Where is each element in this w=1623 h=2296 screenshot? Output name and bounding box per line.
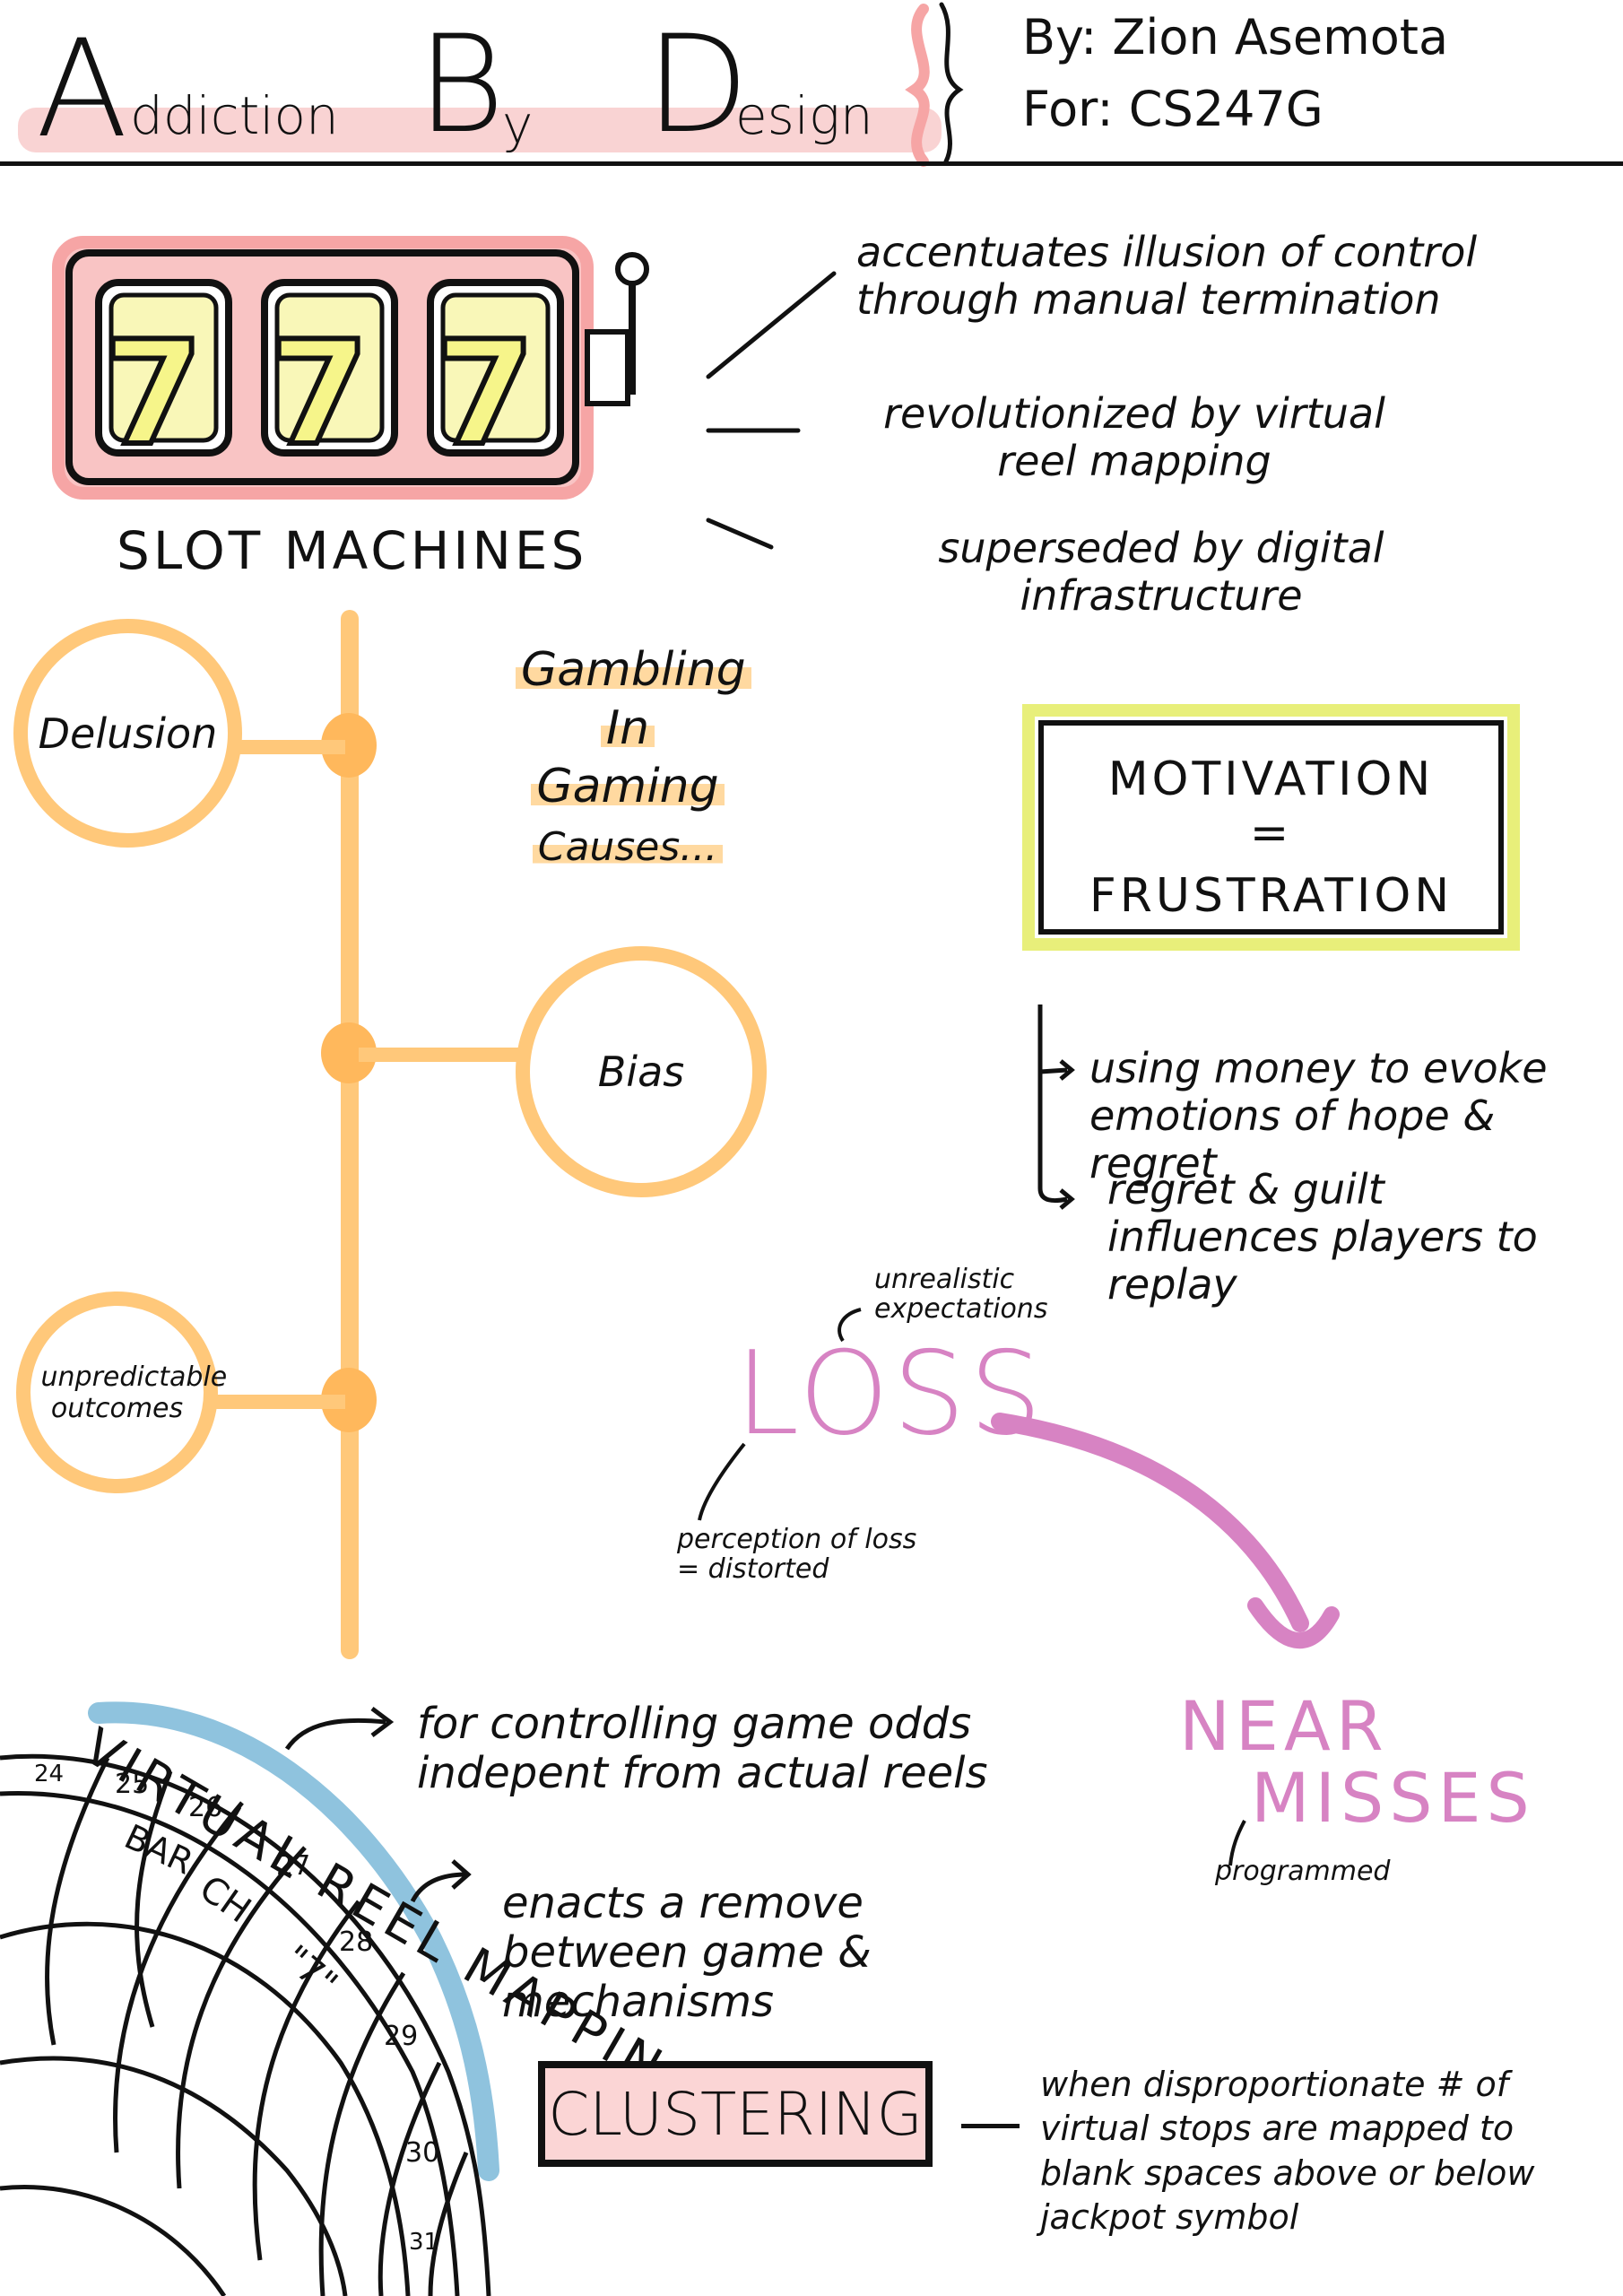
reel-num-31: 31 (409, 2229, 439, 2256)
reel-num-26: 26 (188, 1792, 223, 1823)
reel-num-29: 29 (384, 2021, 419, 2052)
slot-note-2: revolutionized by virtual reel mapping (883, 389, 1385, 485)
clustering-note: when disproportionate # of virtual stops… (1040, 2065, 1535, 2238)
title-d-cap: D (646, 7, 750, 163)
gambling-line-4: Causes... (532, 824, 724, 870)
misses-label: MISSES (1251, 1758, 1535, 1838)
motivation-box: MOTIVATION = FRUSTRATION (1022, 704, 1520, 951)
reel-num-30: 30 (405, 2137, 440, 2169)
title-b-rest: y (502, 94, 534, 155)
clustering-label: CLUSTERING (548, 2079, 923, 2149)
slot-machine-icon (52, 236, 649, 500)
motivation-note-1: using money to evoke emotions of hope & … (1089, 1044, 1548, 1187)
cause-bias-label: Bias (597, 1048, 685, 1096)
cause-delusion: Delusion (13, 619, 242, 848)
loss-note-top: unrealistic expectations (874, 1264, 1048, 1325)
title-b-cap: B (417, 7, 506, 163)
reel-arrows (284, 1707, 472, 1903)
reel-digit-1: 7 (100, 307, 205, 480)
reel-note-1: for controlling game odds indepent from … (417, 1699, 988, 1799)
gambling-line-1: Gambling (516, 643, 751, 697)
slot-machines-label: SLOT MACHINES (117, 520, 588, 581)
reel-num-28: 28 (339, 1926, 374, 1958)
near-note: programmed (1215, 1856, 1391, 1887)
header-brace (905, 2, 964, 167)
motivation-bottom: FRUSTRATION (1089, 869, 1454, 923)
branch-bias (359, 1048, 529, 1062)
cause-unpredictable-label: unpredictable outcomes (40, 1361, 228, 1424)
branch-delusion (229, 740, 345, 754)
course-line: For: CS247G (1022, 81, 1324, 137)
gambling-line-2: In (600, 701, 655, 755)
loss-label: LOSS (735, 1327, 1046, 1461)
clustering-box: CLUSTERING (538, 2061, 933, 2167)
title-highlight (18, 108, 942, 152)
near-connector (1228, 1820, 1246, 1866)
loss-connectors (698, 1308, 862, 1521)
title-a-rest: ddiction (130, 85, 339, 146)
reel-diagram (0, 1701, 499, 2296)
loss-to-near-arrow (991, 1413, 1340, 1649)
motivation-top: MOTIVATION (1107, 752, 1435, 806)
gambling-line-3: Gaming (531, 760, 725, 813)
slot-connectors (706, 271, 837, 550)
reel-window-inner-1 (108, 292, 219, 443)
reel-window-inner-2 (274, 292, 385, 443)
loss-note-bottom: perception of loss = distorted (677, 1524, 917, 1585)
motivation-arrows (1037, 1004, 1075, 1210)
title-d-rest: esign (735, 85, 873, 146)
header-divider (0, 161, 1623, 166)
gambling-heading: Gambling In Gaming Causes... (516, 641, 751, 874)
reel-window-inner-3 (440, 292, 551, 443)
reel-digit-2: 7 (266, 307, 371, 480)
cause-bias: Bias (516, 946, 767, 1197)
reel-note-2: enacts a remove between game & mechanism… (502, 1878, 872, 2028)
near-label: NEAR (1179, 1686, 1389, 1766)
slot-note-1: accentuates illusion of control through … (856, 228, 1478, 324)
cause-unpredictable: unpredictable outcomes (16, 1292, 228, 1493)
reel-digit-3: 7 (432, 307, 537, 480)
cause-delusion-label: Delusion (38, 709, 218, 758)
title-a-cap: A (36, 12, 128, 168)
author-line: By: Zion Asemota (1022, 9, 1449, 65)
reel-num-25: 25 (115, 1769, 150, 1800)
branch-unpredictable (206, 1395, 345, 1409)
motivation-eq: = (1249, 806, 1293, 860)
slot-note-3: superseded by digital infrastructure (938, 524, 1384, 620)
clustering-connector (961, 2124, 1020, 2128)
motivation-note-2: regret & guilt influences players to rep… (1107, 1165, 1538, 1309)
reel-num-27: 27 (276, 1850, 311, 1882)
reel-num-24: 24 (34, 1761, 65, 1787)
